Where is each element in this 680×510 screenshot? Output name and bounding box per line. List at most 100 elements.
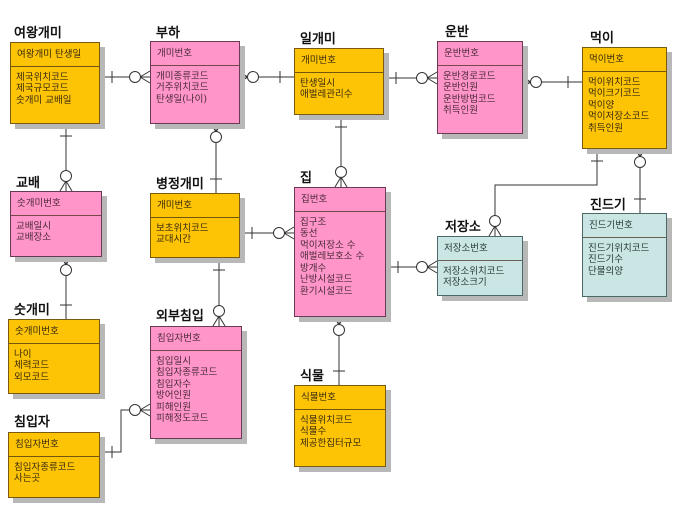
entity-title-intruder: 침입자 <box>14 415 50 430</box>
crows-foot-icon <box>283 226 295 234</box>
primary-key: 진드기번호 <box>583 214 666 238</box>
attribute: 환기시설코드 <box>300 285 353 297</box>
zero-circle-icon <box>416 72 428 84</box>
attribute: 체력코드 <box>14 360 49 371</box>
crows-foot-icon <box>340 176 348 188</box>
crows-foot-icon <box>334 176 342 188</box>
attribute: 제국위치코드 <box>16 71 69 83</box>
crows-foot-icon <box>59 180 67 192</box>
attribute: 취득인원 <box>588 122 623 134</box>
attribute: 제공한집터규모 <box>300 437 362 449</box>
attribute: 운반인원 <box>443 82 478 93</box>
attribute: 저장소위치코드 <box>443 265 505 277</box>
attribute: 나이 <box>14 348 32 360</box>
primary-key: 저장소번호 <box>438 237 522 261</box>
crows-foot-icon <box>488 225 496 237</box>
zero-circle-icon <box>60 264 72 276</box>
relationship-food-storage <box>494 147 598 236</box>
entity-title-worker: 일개미 <box>300 32 336 47</box>
zero-circle-icon <box>416 261 428 273</box>
attribute: 저장소크기 <box>443 277 487 288</box>
crows-foot-icon <box>139 409 151 417</box>
entity-title-mite: 진드기 <box>590 198 626 213</box>
entity-title-nest: 집 <box>300 171 312 186</box>
attribute: 탄생일(나이) <box>156 93 208 105</box>
entity-title-mating: 교배 <box>16 176 40 191</box>
attribute: 집구조 <box>300 216 327 228</box>
attribute: 침입자종류코드 <box>156 367 218 378</box>
attribute: 먹이양 <box>588 99 615 111</box>
attribute: 난방시설코드 <box>300 274 353 285</box>
attribute: 먹이저장소코드 <box>588 111 650 122</box>
attribute: 운반경로코드 <box>443 70 496 82</box>
attribute: 진드기수 <box>588 254 623 265</box>
attribute: 먹이위치코드 <box>588 76 641 88</box>
zero-circle-icon <box>210 131 222 143</box>
attribute: 외모코드 <box>14 371 49 383</box>
entity-title-plant: 식물 <box>300 369 324 384</box>
entity-title-transport: 운반 <box>445 25 469 40</box>
attribute: 먹이크기코드 <box>588 88 641 99</box>
zero-circle-icon <box>333 324 345 336</box>
relationship-intruder-invasion <box>98 409 150 453</box>
crows-foot-icon <box>426 77 438 85</box>
zero-circle-icon <box>213 305 225 317</box>
attribute: 운반방법코드 <box>443 93 496 105</box>
crows-foot-icon <box>139 70 151 78</box>
entity-title-queen: 여왕개미 <box>14 26 62 41</box>
zero-circle-icon <box>335 166 347 178</box>
crows-foot-icon <box>218 315 226 327</box>
crows-foot-icon <box>494 225 502 237</box>
attribute: 피해정도코드 <box>156 413 209 424</box>
attribute: 방어인원 <box>156 390 191 401</box>
attribute: 거주위치코드 <box>156 82 209 93</box>
attribute: 애벌레관리수 <box>300 89 353 100</box>
primary-key: 숫개미번호 <box>9 320 99 344</box>
primary-key: 식물번호 <box>295 386 385 410</box>
attribute: 교대시간 <box>156 234 191 245</box>
attribute: 동선 <box>300 228 318 239</box>
attribute: 침입자종류코드 <box>14 461 76 473</box>
crows-foot-icon <box>426 71 438 79</box>
zero-circle-icon <box>247 71 259 83</box>
attribute: 사는곳 <box>14 473 41 484</box>
zero-circle-icon <box>530 76 542 88</box>
zero-circle-icon <box>634 156 646 168</box>
entity-title-food: 먹이 <box>590 31 614 46</box>
attribute: 피해인원 <box>156 401 191 413</box>
attribute: 애벌레보호소 수 <box>300 251 365 262</box>
attribute: 식물위치코드 <box>300 414 353 426</box>
attribute: 먹이저장소 수 <box>300 239 356 251</box>
attribute: 진드기위치코드 <box>588 242 650 254</box>
primary-key: 집번호 <box>295 188 385 212</box>
attribute: 교배장소 <box>16 232 51 243</box>
attribute: 교배일시 <box>16 220 51 232</box>
crows-foot-icon <box>283 232 295 240</box>
entity-title-male: 숫개미 <box>14 303 50 318</box>
primary-key: 침입자번호 <box>9 433 99 457</box>
primary-key: 침입자번호 <box>151 327 241 351</box>
entity-title-storage: 저장소 <box>445 220 481 235</box>
crows-foot-icon <box>426 260 438 268</box>
